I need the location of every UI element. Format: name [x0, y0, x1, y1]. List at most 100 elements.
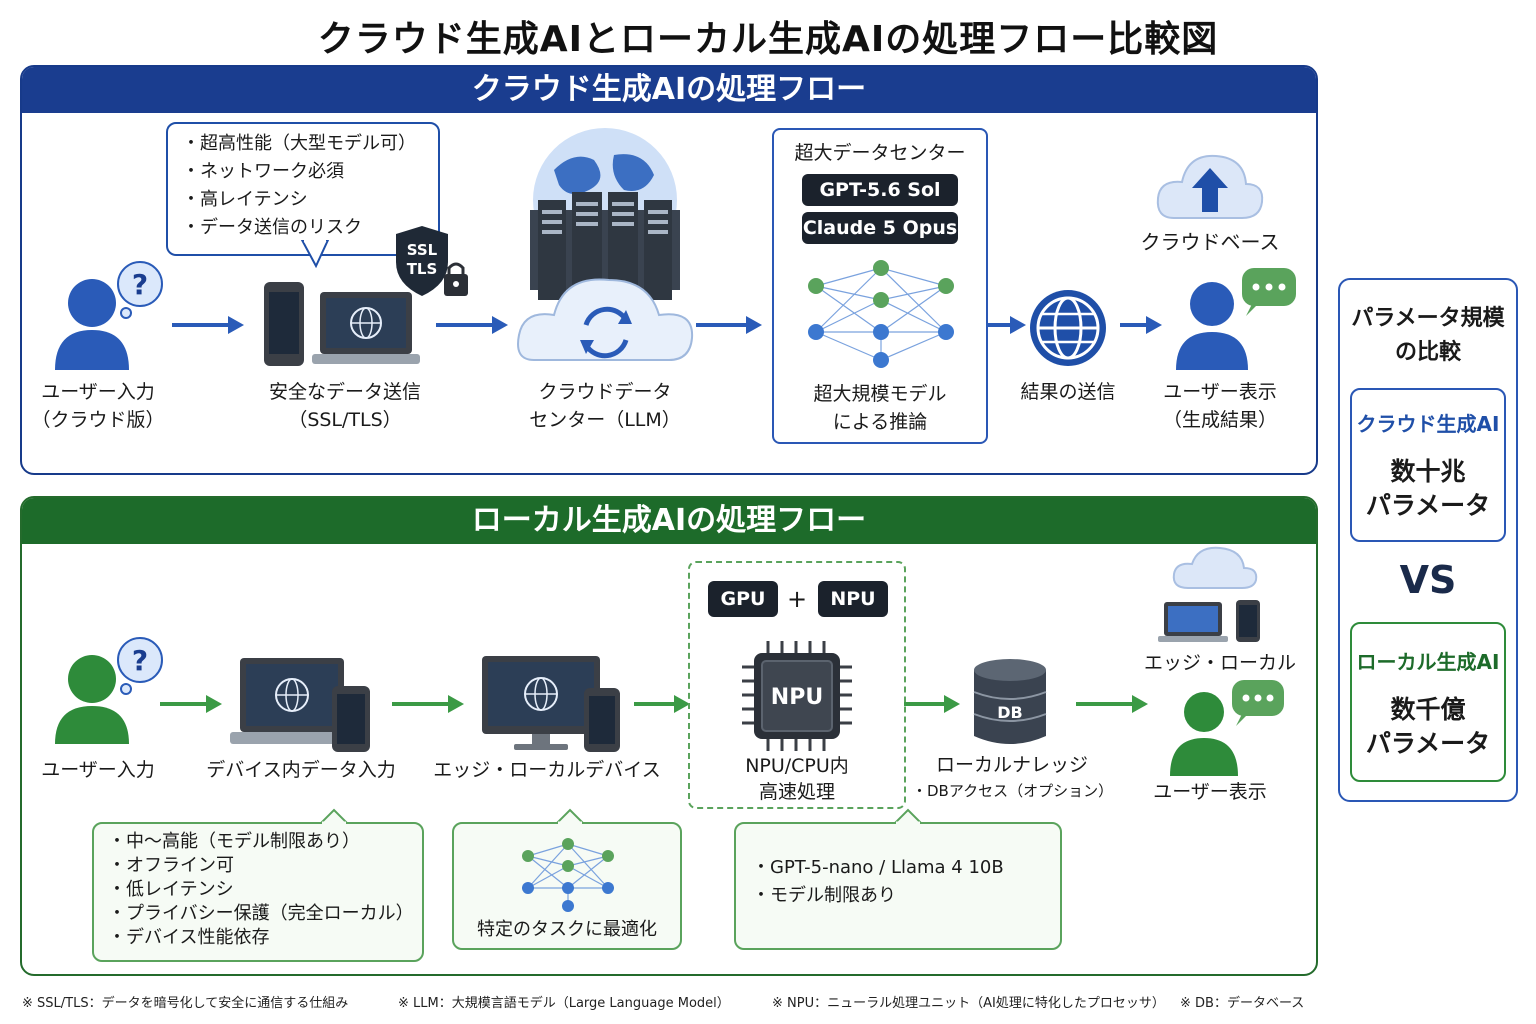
- local-arrow-3: [634, 695, 690, 713]
- cloud-parameter-value: 数十兆 パラメータ: [1352, 455, 1504, 523]
- label-sub: 高速処理: [758, 781, 835, 803]
- callout-tail: [556, 808, 584, 824]
- label: クラウドデータ: [538, 381, 672, 403]
- local-step-knowledge-db: ローカルナレッジ ・DBアクセス（オプション）: [912, 752, 1114, 804]
- model-item: ・モデル制限あり: [752, 885, 896, 906]
- model-item: ・GPT-5-nano / Llama 4 10B: [752, 857, 1004, 878]
- value-line: 数十兆: [1390, 457, 1466, 486]
- local-arrow-5: [1076, 695, 1148, 713]
- footnote-llm: ※ LLM：大規模言語モデル（Large Language Model）: [398, 996, 730, 1011]
- cloud-user-input-icon: ?: [55, 261, 163, 370]
- value-line: パラメータ: [1365, 729, 1491, 758]
- local-arrow-4: [904, 695, 960, 713]
- label: ユーザー表示: [1163, 381, 1277, 403]
- cloud-arrow-3: [696, 316, 762, 334]
- task-optimized-callout: 特定のタスクに最適化: [452, 822, 682, 950]
- label-sub: ・DBアクセス（オプション）: [912, 782, 1114, 800]
- small-neural-network-icon: [522, 838, 614, 912]
- label: ローカルナレッジ: [935, 754, 1088, 776]
- cloud-step-result-send: 結果の送信: [1020, 381, 1116, 403]
- local-step-edge-device: エッジ・ローカルデバイス: [433, 759, 661, 781]
- cloud-flow-header: クラウド生成AIの処理フロー: [22, 67, 1316, 113]
- feature: ・低レイテンシ: [108, 879, 234, 900]
- ssl-shield-icon: SSL TLS: [396, 226, 468, 296]
- feature: ・ネットワーク必須: [182, 161, 344, 182]
- label: 安全なデータ送信: [268, 381, 421, 403]
- result-globe-icon: [1030, 290, 1106, 366]
- cloud-upload-icon: [1156, 154, 1264, 219]
- cloud-step-datacenter: クラウドデータ センター（LLM）: [520, 378, 690, 434]
- label: ユーザー入力: [41, 381, 155, 403]
- label-sub: センター（LLM）: [529, 409, 681, 431]
- edge-local-devices-icon: [1158, 546, 1260, 642]
- footnote-ssl: ※ SSL/TLS：データを暗号化して安全に通信する仕組み: [22, 996, 349, 1011]
- cloud-arrow-5: [1120, 316, 1162, 334]
- local-step-user-input: ユーザー入力: [41, 759, 155, 781]
- feature: ・デバイス性能依存: [108, 927, 270, 948]
- ssl-text: SSL: [407, 241, 438, 259]
- feature: ・超高性能（大型モデル可）: [182, 133, 416, 154]
- callout-tail: [320, 808, 348, 824]
- local-parameter-value: 数千億 パラメータ: [1352, 693, 1504, 761]
- gpu-chip: GPU: [708, 581, 778, 617]
- local-parameter-box: ローカル生成AI 数千億 パラメータ: [1350, 622, 1506, 782]
- label: 超大規模モデル: [813, 383, 947, 405]
- svg-text:?: ?: [132, 644, 148, 677]
- npu-processing-box: GPU + NPU NPU NPU/CPU内 高速処理: [688, 561, 906, 809]
- plus-sign: +: [786, 585, 808, 613]
- local-ai-name: ローカル生成AI: [1356, 650, 1500, 674]
- edge-local-label: エッジ・ローカル: [1143, 652, 1296, 674]
- cloud-parameter-box: クラウド生成AI 数十兆 パラメータ: [1350, 388, 1506, 542]
- page-title: クラウド生成AIとローカル生成AIの処理フロー比較図: [317, 19, 1219, 60]
- feature: ・中〜高能（モデル制限あり）: [108, 831, 360, 852]
- title-line: の比較: [1394, 340, 1461, 365]
- cloud-step-inference: 超大規模モデル による推論: [774, 380, 986, 436]
- parameter-comparison-panel: パラメータ規模 の比較 クラウド生成AI 数十兆 パラメータ VS ローカル生成…: [1338, 278, 1518, 802]
- cloud-devices-icon: [264, 282, 420, 366]
- local-user-input-icon: ?: [55, 637, 163, 744]
- cloud-base-label: クラウドベース: [1140, 230, 1280, 254]
- label: NPU/CPU内: [745, 755, 849, 777]
- local-step-user-display: ユーザー表示: [1153, 781, 1267, 803]
- cloud-step-user-input: ユーザー入力 （クラウド版）: [28, 378, 168, 434]
- cloud-arrow-4: [986, 316, 1026, 334]
- cloud-ai-name: クラウド生成AI: [1356, 412, 1500, 436]
- local-arrow-1: [160, 695, 222, 713]
- cloud-arrow-1: [172, 316, 244, 334]
- label-sub: による推論: [832, 411, 928, 433]
- local-features-callout: ・中〜高能（モデル制限あり） ・オフライン可 ・低レイテンシ ・プライバシー保護…: [92, 822, 424, 962]
- model-chip-gpt: GPT-5.6 Sol: [802, 174, 958, 206]
- cloud-step-user-display: ユーザー表示 （生成結果）: [1150, 378, 1290, 434]
- svg-text:?: ?: [132, 268, 148, 301]
- local-device-input-icon: [230, 658, 370, 752]
- task-optimized-text: 特定のタスクに最適化: [477, 919, 657, 940]
- feature: ・データ送信のリスク: [182, 217, 362, 238]
- cloud-features-callout: ・超高性能（大型モデル可） ・ネットワーク必須 ・高レイテンシ ・データ送信のリ…: [166, 122, 440, 256]
- footnote-npu: ※ NPU：ニューラル処理ユニット（AI処理に特化したプロセッサ）: [772, 996, 1165, 1011]
- feature: ・プライバシー保護（完全ローカル）: [108, 903, 414, 924]
- super-datacenter-title: 超大データセンター: [794, 142, 966, 164]
- comparison-title: パラメータ規模 の比較: [1340, 302, 1516, 370]
- local-user-display-icon: [1170, 680, 1284, 776]
- super-datacenter-box: 超大データセンター GPT-5.6 Sol Claude 5 Opus 超大規模…: [772, 128, 988, 444]
- label-sub: （SSL/TLS）: [288, 409, 402, 431]
- db-icon-text: DB: [997, 703, 1022, 722]
- local-models-callout: ・GPT-5-nano / Llama 4 10B ・モデル制限あり: [734, 822, 1062, 950]
- neural-network-icon: [808, 260, 954, 368]
- label-sub: （クラウド版）: [31, 409, 165, 431]
- value-line: 数千億: [1390, 695, 1466, 724]
- cloud-arrow-2: [436, 316, 508, 334]
- local-arrow-2: [392, 695, 464, 713]
- footnote-db: ※ DB：データベース: [1180, 996, 1305, 1011]
- local-flow-header: ローカル生成AIの処理フロー: [22, 498, 1316, 544]
- npu-chip-text: NPU: [771, 685, 823, 710]
- model-chip-claude: Claude 5 Opus: [802, 212, 958, 244]
- cloud-step-secure-send: 安全なデータ送信 （SSL/TLS）: [250, 378, 440, 434]
- edge-device-icon: [482, 656, 620, 752]
- npu-processor-icon: NPU: [742, 641, 852, 751]
- feature: ・高レイテンシ: [182, 189, 308, 210]
- feature: ・オフライン可: [108, 855, 234, 876]
- database-icon: DB: [973, 659, 1047, 744]
- label-sub: （生成結果）: [1162, 409, 1277, 431]
- vs-label: VS: [1399, 558, 1457, 602]
